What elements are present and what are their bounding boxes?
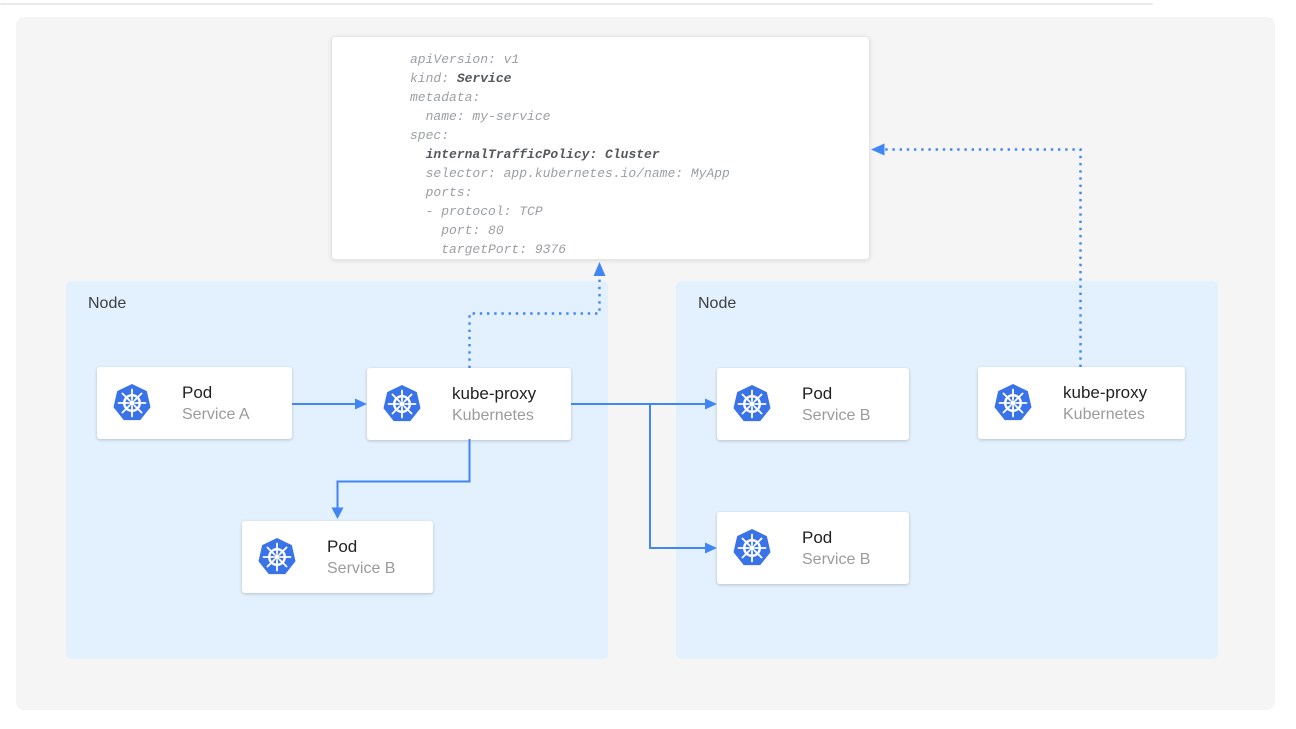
card-subtitle: Kubernetes: [452, 406, 534, 424]
card-subtitle: Service A: [182, 405, 250, 423]
service-yaml-card: apiVersion: v1 kind: Service metadata: nam…: [331, 36, 870, 260]
kubernetes-icon: [994, 384, 1032, 421]
card-subtitle: Service B: [327, 559, 396, 577]
card-title: Pod: [182, 382, 213, 402]
card-title: kube-proxy: [452, 383, 537, 403]
yaml-line: - protocol: TCP: [410, 204, 543, 219]
card-subtitle: Service B: [802, 550, 871, 568]
pod-service-a-card: Pod Service A: [97, 367, 292, 439]
pod-service-b-card-bottom-right: Pod Service B: [717, 512, 909, 584]
kubernetes-icon: [383, 385, 421, 422]
kubernetes-icon: [258, 538, 296, 575]
yaml-line: metadata:: [410, 90, 481, 105]
kube-proxy-card-left: kube-proxy Kubernetes: [367, 368, 571, 440]
card-title: Pod: [802, 383, 833, 403]
kubernetes-icon: [733, 529, 771, 566]
yaml-line: ports:: [410, 185, 473, 200]
node-label: Node: [88, 295, 127, 312]
node-box-left: Node Pod Service A: [66, 281, 608, 659]
kubernetes-icon: [113, 384, 151, 421]
node-label: Node: [698, 295, 737, 312]
page-top-divider: [0, 3, 1153, 5]
yaml-line: targetPort: 9376: [410, 242, 567, 257]
card-subtitle: Kubernetes: [1063, 405, 1145, 423]
pod-service-b-card-left: Pod Service B: [242, 521, 433, 593]
card-subtitle: Service B: [802, 406, 871, 424]
yaml-line: spec:: [410, 128, 450, 143]
kube-proxy-card-right: kube-proxy Kubernetes: [978, 367, 1185, 439]
yaml-line: selector: app.kubernetes.io/name: MyApp: [410, 166, 730, 181]
yaml-line: port: 80: [410, 223, 504, 238]
yaml-line: internalTrafficPolicy: Cluster: [425, 147, 660, 162]
pod-service-b-card-top-right: Pod Service B: [717, 368, 909, 440]
card-title: Pod: [802, 527, 833, 547]
kubernetes-icon: [733, 385, 771, 422]
card-title: Pod: [327, 536, 358, 556]
node-box-right: Node Pod Service B: [676, 281, 1218, 659]
yaml-line: apiVersion: v1: [410, 52, 520, 67]
card-title: kube-proxy: [1063, 382, 1148, 402]
service-yaml-code: apiVersion: v1 kind: Service metadata: nam…: [332, 37, 869, 259]
yaml-line: name: my-service: [410, 109, 551, 124]
yaml-line: kind: Service: [410, 71, 512, 86]
